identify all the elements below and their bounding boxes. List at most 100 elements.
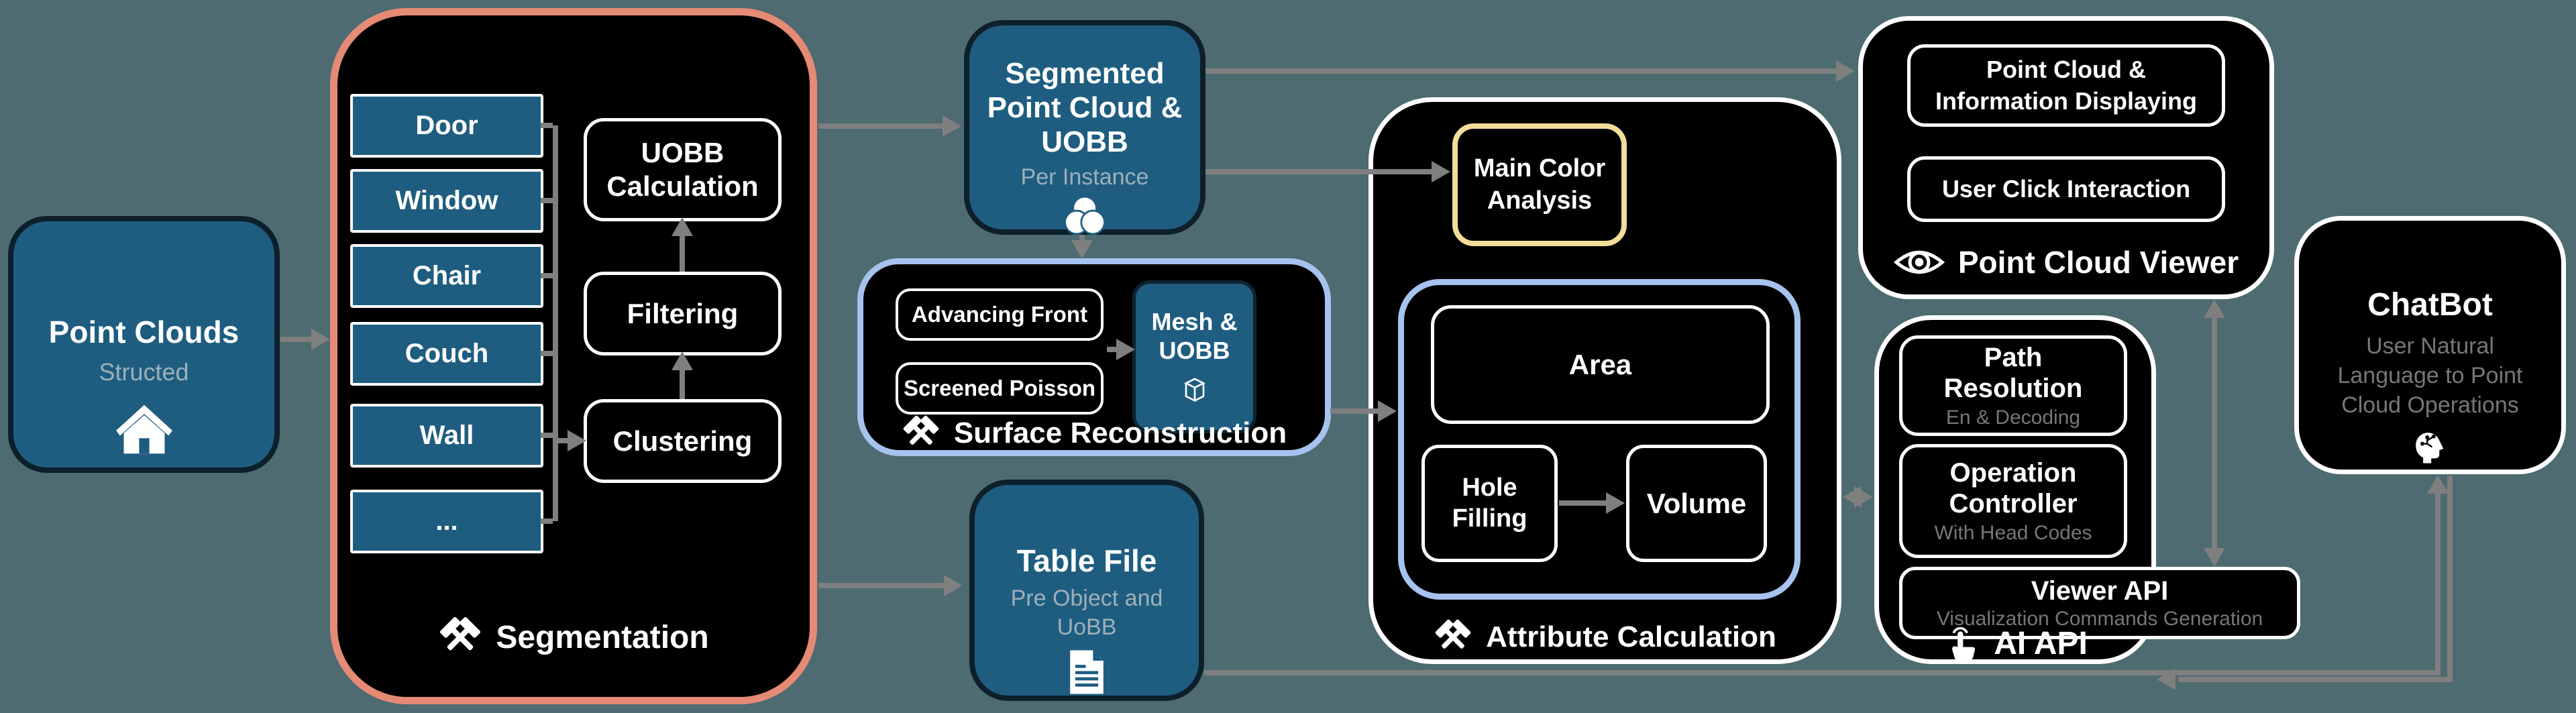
uobb-calculation-box: UOBB Calculation — [584, 118, 782, 221]
class-connector-stub-chair — [541, 273, 553, 278]
table-file-subtitle: Pre Object and UoBB — [1010, 586, 1163, 640]
operation-controller-box: Operation Controller With Head Codes — [1899, 444, 2127, 558]
cube-icon — [1177, 372, 1212, 406]
screened-poisson-label: Screened Poisson — [903, 376, 1096, 400]
node-chatbot: ChatBot User Natural Language to Point C… — [2294, 216, 2566, 474]
point-clouds-subtitle: Structed — [99, 358, 189, 386]
viewer-api-title: Viewer API — [2031, 575, 2169, 606]
attribute-calculation-caption: Attribute Calculation — [1373, 617, 1837, 657]
arrow-segmentation-to-tablefile-line — [818, 583, 944, 588]
segmented-pc-title: Segmented Point Cloud & UOBB — [987, 57, 1183, 159]
eye-icon — [1893, 247, 1945, 278]
arrow-tablefile-to-chatbot-head — [2427, 475, 2449, 494]
arrow-methods-to-mesh-head — [1116, 339, 1135, 360]
clustering-box: Clustering — [584, 399, 782, 483]
arrow-pointclouds-to-segmentation-line — [280, 337, 311, 342]
arrow-chatbot-to-aiapi-vline — [2447, 476, 2453, 682]
document-icon — [975, 648, 1199, 696]
info-displaying-box: Point Cloud & Information Displaying — [1907, 44, 2225, 127]
hole-filling-box: Hole Filling — [1421, 445, 1558, 562]
segmentation-class-chair: Chair — [350, 244, 543, 308]
arrow-clustering-to-filtering-line — [680, 370, 685, 399]
arrow-segmentedpc-to-maincolor-head — [1432, 161, 1450, 182]
crossed-hammers-icon — [438, 615, 482, 659]
main-color-analysis-box: Main Color Analysis — [1452, 123, 1627, 246]
volume-label: Volume — [1646, 487, 1747, 519]
viewer-api-subtitle: Visualization Commands Generation — [1936, 607, 2263, 630]
arrow-filtering-to-uobb-head — [672, 217, 693, 236]
area-label: Area — [1568, 348, 1632, 380]
node-ai-api: Path Resolution En & Decoding Operation … — [1874, 315, 2300, 664]
node-table-file: Table File Pre Object and UoBB — [969, 480, 1204, 701]
surface-reconstruction-caption: Surface Reconstruction — [863, 414, 1325, 453]
segmentation-class-wall: Wall — [350, 404, 543, 468]
node-surface-reconstruction: Advancing Front Screened Poisson Mesh & … — [857, 258, 1331, 456]
arrow-segmentedpc-to-viewer-line — [1205, 68, 1836, 74]
chatbot-title: ChatBot — [2367, 287, 2493, 323]
arrow-segmentation-to-tablefile-head — [944, 575, 963, 596]
class-connector-stub-door — [541, 123, 553, 128]
arrow-segmentation-to-segmentedpc-line — [818, 123, 943, 129]
node-segmentation: Door Window Chair Couch Wall ... UOBB Ca… — [330, 8, 817, 704]
path-resolution-title: Path Resolution — [1943, 343, 2083, 403]
operation-controller-subtitle: With Head Codes — [1934, 522, 2092, 544]
info-displaying-label: Point Cloud & Information Displaying — [1935, 55, 2198, 115]
point-cloud-viewer-caption: Point Cloud Viewer — [1863, 242, 2269, 282]
segmented-pc-subtitle: Per Instance — [1020, 164, 1149, 190]
area-box: Area — [1431, 305, 1770, 424]
volume-box: Volume — [1626, 445, 1767, 562]
arrow-segmentation-to-segmentedpc-head — [943, 115, 961, 137]
operation-controller-title: Operation Controller — [1949, 458, 2078, 518]
arrow-segmentedpc-to-surface-line — [1079, 235, 1085, 241]
arrow-clustering-to-filtering-head — [672, 351, 693, 370]
node-point-clouds: Point Clouds Structed — [8, 216, 280, 473]
point-clouds-title: Point Clouds — [48, 315, 239, 349]
surface-reconstruction-label: Surface Reconstruction — [953, 417, 1287, 449]
node-attribute-calculation: Main Color Analysis Area Hole Filling Vo… — [1368, 97, 1841, 664]
hole-filling-label: Hole Filling — [1452, 473, 1527, 533]
attribute-calculation-label: Attribute Calculation — [1486, 620, 1776, 653]
chatbot-subtitle: User Natural Language to Point Cloud Ope… — [2337, 333, 2523, 419]
advancing-front-box: Advancing Front — [896, 288, 1104, 341]
mesh-uobb-box: Mesh & UOBB — [1132, 280, 1256, 433]
user-click-box: User Click Interaction — [1907, 156, 2225, 222]
main-color-analysis-label: Main Color Analysis — [1473, 154, 1606, 215]
house-icon — [13, 402, 274, 456]
crossed-hammers-icon — [1434, 618, 1472, 657]
filtering-box: Filtering — [584, 272, 782, 355]
ai-api-caption: AI API — [1879, 625, 2151, 662]
arrow-methods-to-mesh-line — [1107, 347, 1116, 352]
segmentation-class-door: Door — [350, 94, 543, 158]
class-connector-vertical — [553, 125, 558, 521]
segmentation-class-couch: Couch — [350, 322, 543, 386]
arrow-chatbot-to-aiapi-head — [2157, 669, 2176, 690]
table-file-title: Table File — [1016, 543, 1157, 578]
arrow-hole-to-volume-line — [1559, 500, 1606, 506]
class-connector-stub-wall — [541, 433, 553, 438]
class-connector-stub-window — [541, 198, 553, 203]
arrow-viewer-viewerapi-head-up — [2204, 299, 2225, 318]
arrow-tablefile-to-chatbot-vline — [2435, 494, 2440, 673]
viewer-api-box: Viewer API Visualization Commands Genera… — [1899, 567, 2300, 639]
arrow-surface-to-attribute-head — [1378, 400, 1397, 422]
arrow-viewer-viewerapi-head-down — [2204, 548, 2225, 567]
arrow-segmentedpc-to-maincolor-line — [1205, 169, 1432, 174]
advancing-front-label: Advancing Front — [911, 302, 1088, 327]
arrow-segmentedpc-to-surface-head — [1071, 240, 1093, 259]
segmentation-class-more: ... — [350, 490, 543, 553]
brain-head-icon — [2299, 426, 2561, 465]
filtering-label: Filtering — [627, 297, 739, 329]
segmentation-caption: Segmentation — [337, 614, 810, 661]
crossed-hammers-icon — [902, 414, 941, 453]
clustering-label: Clustering — [612, 425, 753, 457]
point-cloud-viewer-label: Point Cloud Viewer — [1957, 245, 2239, 280]
class-connector-stub-more — [541, 518, 553, 524]
arrow-pointclouds-to-segmentation-head — [311, 329, 330, 350]
segmentation-label: Segmentation — [496, 619, 709, 655]
uobb-calculation-label: UOBB Calculation — [606, 136, 759, 202]
path-resolution-box: Path Resolution En & Decoding — [1899, 335, 2127, 436]
arrow-attribute-aiapi-head-right — [1854, 486, 1873, 508]
arrow-hole-to-volume-head — [1606, 492, 1625, 514]
arrow-filtering-to-uobb-line — [680, 236, 685, 272]
